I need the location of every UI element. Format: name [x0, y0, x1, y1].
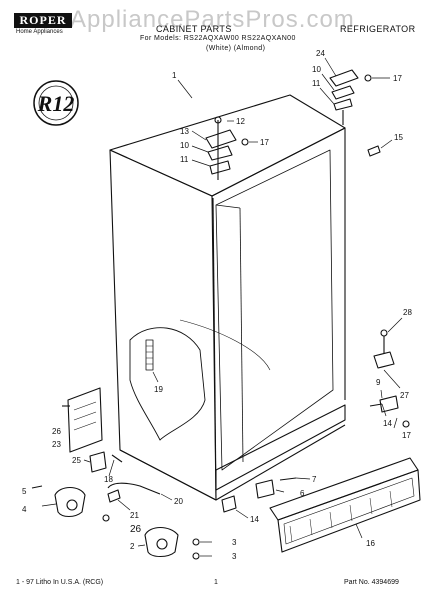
- colors-line: (White) (Almond): [206, 45, 266, 52]
- clip-14b: [221, 495, 237, 513]
- callout-2: 2: [130, 542, 135, 551]
- callout-21: 21: [130, 511, 139, 520]
- cabinet-body: [109, 94, 346, 501]
- bracket-6: [255, 479, 275, 499]
- models-line: For Models: RS22AQXAW00 RS22AQXAN00: [140, 35, 296, 42]
- screw-26b: [102, 514, 110, 522]
- brand-name: ROPER: [14, 13, 72, 28]
- right-lower-hinge: [369, 329, 410, 428]
- brand-logo: ROPER Home Appliances: [14, 13, 72, 35]
- center-hinge: [205, 116, 249, 180]
- callout-3-screw: 3: [232, 552, 237, 561]
- callout-17-top: 17: [393, 74, 402, 83]
- callout-numbers: 1 24 10 11 17 12 13 10 17 11 15 19 28 9 …: [22, 49, 412, 561]
- callout-10-top: 10: [312, 65, 321, 74]
- refrigerant-badge: [33, 80, 79, 126]
- screw-18: [111, 454, 123, 463]
- callout-17-right: 17: [402, 431, 411, 440]
- left-bracket: [62, 387, 103, 453]
- callout-4: 4: [22, 505, 27, 514]
- callout-7: 7: [312, 475, 317, 484]
- leader-lines: [41, 57, 403, 557]
- callout-9: 9: [376, 378, 381, 387]
- screw-3b: [192, 552, 200, 560]
- callout-11-top: 11: [312, 79, 321, 88]
- footer-part-number: Part No. 4394699: [344, 579, 399, 586]
- callout-24: 24: [316, 49, 325, 58]
- top-right-hinge: [329, 69, 372, 125]
- callout-27: 27: [400, 391, 409, 400]
- callout-13: 13: [180, 127, 189, 136]
- callout-12: 12: [236, 117, 245, 126]
- brand-subtitle: Home Appliances: [16, 29, 63, 35]
- badge-text: R12: [37, 91, 75, 116]
- screw-7: [279, 477, 297, 481]
- callout-15: 15: [394, 133, 403, 142]
- nut-3a: [192, 538, 200, 546]
- callout-3-nut: 3: [232, 538, 237, 547]
- drain-tube-20: [107, 482, 161, 495]
- callout-16: 16: [366, 539, 375, 548]
- watermark: AppliancePartsPros.com: [70, 6, 355, 33]
- block-25: [89, 451, 107, 473]
- callout-19: 19: [154, 385, 163, 394]
- callout-5: 5: [22, 487, 27, 496]
- callout-10-center: 10: [180, 141, 189, 150]
- callout-20: 20: [174, 497, 183, 506]
- callout-17-center: 17: [260, 138, 269, 147]
- callout-6: 6: [300, 489, 305, 498]
- callout-18: 18: [104, 475, 113, 484]
- callout-11-center: 11: [180, 155, 189, 164]
- callout-23: 23: [52, 440, 61, 449]
- callout-25: 25: [72, 456, 81, 465]
- kickplate-grille-16: [269, 457, 421, 553]
- callout-26-bottom: 26: [130, 524, 142, 535]
- screw-5: [31, 485, 43, 489]
- footer-litho: 1 - 97 Litho In U.S.A. (RCG): [16, 579, 104, 586]
- appliance-category: REFRIGERATOR: [340, 24, 416, 34]
- callout-28: 28: [403, 308, 412, 317]
- plug-15: [367, 145, 381, 157]
- roller-2: [144, 526, 179, 558]
- diagram-title: CABINET PARTS: [156, 24, 232, 34]
- roller-4: [54, 486, 86, 518]
- callout-26-left: 26: [52, 427, 61, 436]
- clip-21: [107, 489, 121, 503]
- callout-1: 1: [172, 71, 177, 80]
- callout-14-bottom: 14: [250, 515, 259, 524]
- footer-page-number: 1: [214, 579, 218, 586]
- callout-14-right: 14: [383, 419, 392, 428]
